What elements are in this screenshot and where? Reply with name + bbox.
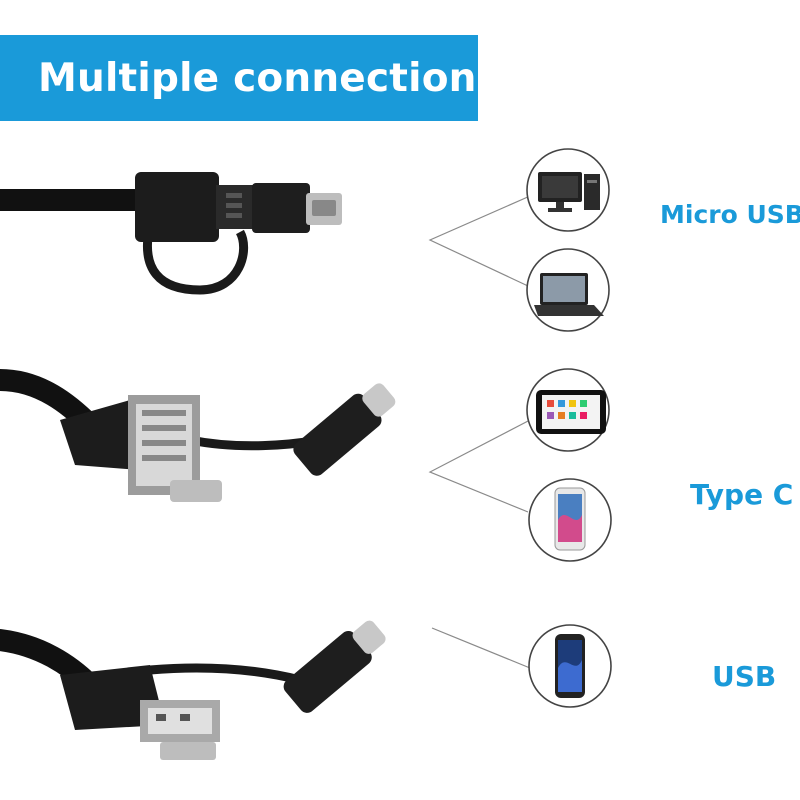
- type-c-cable: [0, 369, 396, 502]
- connector-lines: [428, 195, 531, 669]
- laptop-icon: [526, 248, 610, 332]
- usb-label: USB: [712, 660, 777, 693]
- micro-usb-label: Micro USB: [660, 200, 800, 229]
- smartphone-icon: [528, 478, 612, 562]
- title-banner: Multiple connections: [0, 35, 500, 121]
- tablet-icon: [526, 368, 610, 452]
- type-c-label: Type C: [690, 478, 794, 511]
- desktop-computer-icon: [526, 148, 610, 232]
- smartphone-icon: [528, 624, 612, 708]
- micro-usb-cable: [0, 172, 342, 295]
- usb-cable: [0, 620, 386, 760]
- banner-title: Multiple connections: [38, 55, 501, 101]
